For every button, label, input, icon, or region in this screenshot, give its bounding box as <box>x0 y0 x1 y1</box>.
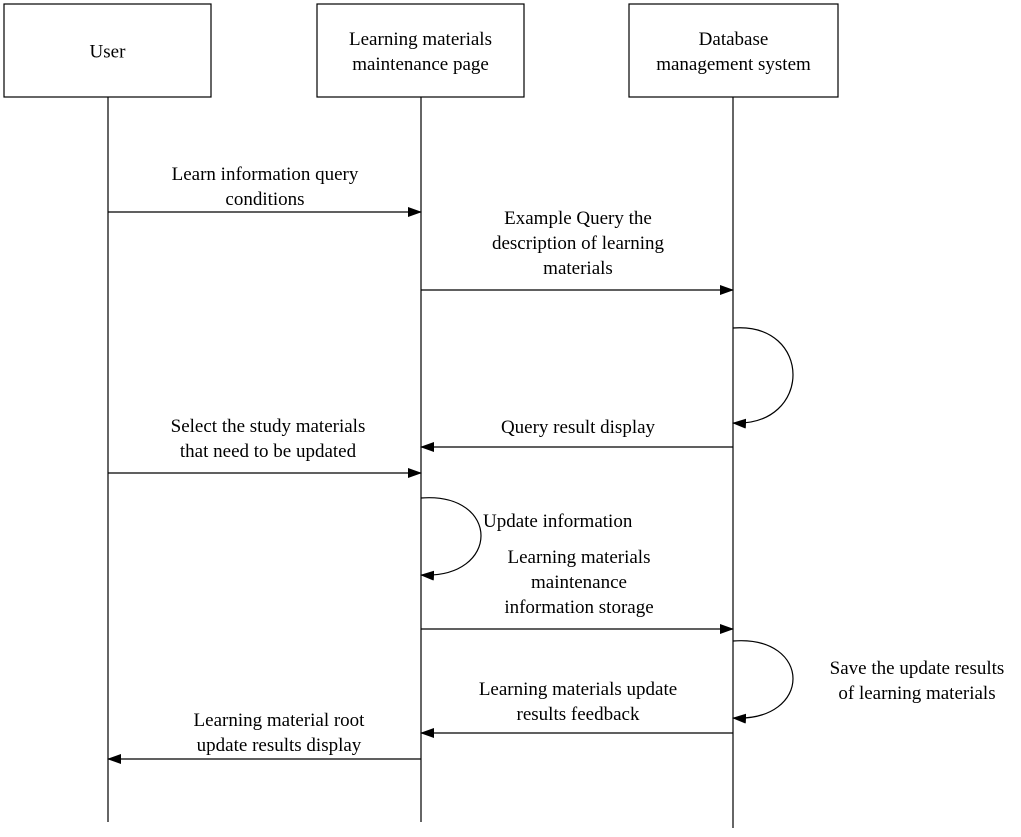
message-label: that need to be updated <box>180 441 357 462</box>
message-label: Save the update results <box>830 658 1005 679</box>
message: Example Query the description of learning… <box>421 208 734 295</box>
message <box>732 327 794 429</box>
message: Query result display <box>420 417 733 452</box>
participant-rect <box>3 3 212 98</box>
participant-rect <box>628 3 839 98</box>
message-label: Learn information query <box>172 164 359 185</box>
message-label: Update information <box>483 511 633 532</box>
participant-label: Learning materials <box>349 29 492 50</box>
message: Save the update results of learning mater… <box>732 640 1005 724</box>
participant-label: maintenance page <box>352 54 489 75</box>
message-label: Learning material root <box>194 710 366 731</box>
message-label: materials <box>543 258 613 279</box>
message: Learning material root update results dis… <box>107 710 421 764</box>
message-label: of learning materials <box>838 683 995 704</box>
message-label: Example Query the <box>504 208 652 229</box>
message-label: conditions <box>225 189 304 210</box>
participant-label: management system <box>656 54 811 75</box>
self-message-arrow <box>732 327 794 429</box>
self-message-arrow <box>732 640 794 724</box>
message: Learn information query conditions <box>108 164 422 217</box>
message: Select the study materials that need to b… <box>108 416 422 478</box>
message-label: Learning materials <box>508 547 651 568</box>
participant-box: Learning materials maintenance page <box>316 3 525 98</box>
message-label: maintenance <box>531 572 627 593</box>
participant-box: Database management system <box>628 3 839 98</box>
message-label: Select the study materials <box>171 416 366 437</box>
message-label: information storage <box>504 597 653 618</box>
message-label: Learning materials update <box>479 679 677 700</box>
message-label: update results display <box>197 735 362 756</box>
participant-box: User <box>3 3 212 98</box>
message: Learning materials maintenance information… <box>421 547 734 634</box>
participant-label: User <box>90 42 127 63</box>
self-message-arrow <box>420 497 482 581</box>
message-label: description of learning <box>492 233 665 254</box>
participant-label: Database <box>699 29 769 50</box>
message-label: Query result display <box>501 417 656 438</box>
message: Update information <box>420 497 633 581</box>
message: Learning materials update results feedbac… <box>420 679 733 738</box>
participant-rect <box>316 3 525 98</box>
message-label: results feedback <box>517 704 640 725</box>
